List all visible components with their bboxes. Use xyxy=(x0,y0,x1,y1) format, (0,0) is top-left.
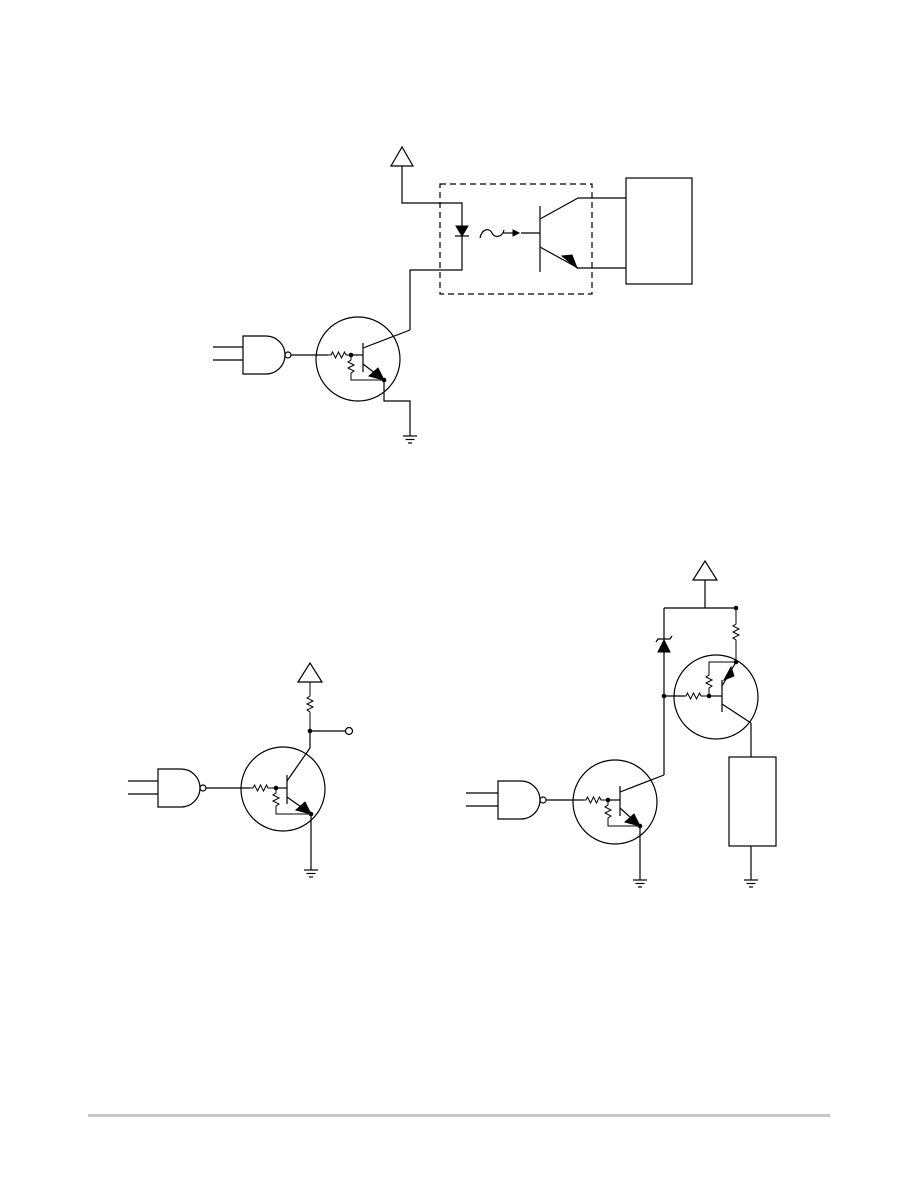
ground-icon xyxy=(303,869,319,878)
light-emission-icon xyxy=(479,229,521,239)
footer-rule xyxy=(88,1114,830,1117)
optocoupler-drive-circuit xyxy=(213,145,693,444)
nand-gate-icon xyxy=(466,780,547,820)
pnp-high-side-load-circuit xyxy=(466,559,777,888)
emitter-wire xyxy=(383,380,411,436)
base-resistor-icon xyxy=(250,783,276,793)
supply-triangle-icon xyxy=(691,559,719,581)
base-resistor-icon xyxy=(583,795,608,805)
optocoupler-package xyxy=(439,183,593,295)
ground-icon xyxy=(402,435,418,444)
pullup-output-circuit xyxy=(128,661,354,878)
bias-resistor-icon xyxy=(271,788,311,815)
load-box-icon xyxy=(728,756,777,847)
phototransistor-icon xyxy=(521,197,579,272)
bias-resistor-icon xyxy=(603,800,640,827)
nand-gate-icon xyxy=(128,768,207,808)
pnp-transistor-icon xyxy=(664,654,759,740)
supply-wire xyxy=(401,166,463,226)
pullup-resistor-icon xyxy=(305,682,315,731)
base-resistor-icon xyxy=(684,691,709,701)
bias-resistor-icon xyxy=(704,661,736,696)
supply-triangle-icon xyxy=(389,145,415,167)
led-icon xyxy=(455,225,469,237)
led-cathode-wire xyxy=(409,236,463,330)
bias-resistor-icon xyxy=(346,355,384,381)
npn-transistor-icon xyxy=(572,759,665,845)
zener-diode-icon xyxy=(655,608,673,775)
nand-gate-icon xyxy=(213,335,292,375)
supply-triangle-icon xyxy=(296,661,324,683)
load-box-icon xyxy=(625,177,693,285)
npn-transistor-icon xyxy=(315,316,411,402)
ground-icon xyxy=(632,879,648,888)
output-terminal-icon xyxy=(344,726,354,736)
base-resistor-icon xyxy=(328,350,351,360)
ground-icon xyxy=(743,879,759,888)
npn-transistor-icon xyxy=(240,746,326,832)
emitter-resistor-icon xyxy=(731,608,741,662)
